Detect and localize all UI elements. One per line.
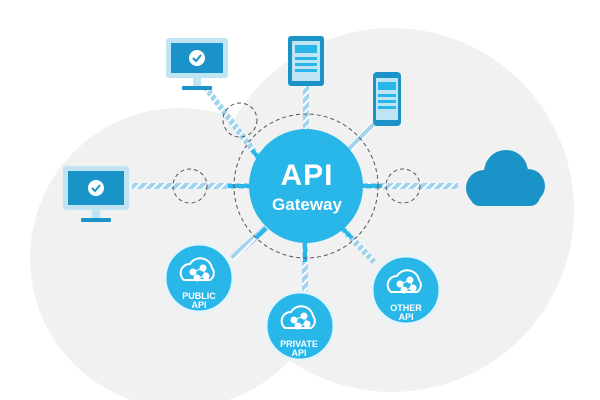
monitor-check-icon — [63, 166, 129, 222]
gateway-hub — [249, 129, 363, 243]
private-api-node — [264, 290, 336, 362]
other-api-label: OTHER API — [376, 303, 436, 323]
public-api-label-line1: PUBLIC — [182, 291, 216, 301]
public-api-label: PUBLIC API — [169, 291, 229, 311]
tablet-icon — [288, 36, 324, 86]
private-api-label-line1: PRIVATE — [280, 339, 318, 349]
network-cloud-icon — [179, 257, 215, 282]
public-api-node — [163, 242, 235, 314]
network-cloud-icon — [386, 269, 422, 294]
other-api-label-line2: API — [398, 312, 414, 323]
other-api-node — [370, 254, 442, 326]
dashed-ring-right — [385, 168, 421, 204]
dashed-ring-left — [172, 168, 208, 204]
public-api-label-line2: API — [191, 300, 207, 311]
cloud-icon — [466, 150, 545, 206]
dashed-rings — [172, 102, 421, 259]
monitor-check-icon — [166, 38, 228, 90]
other-api-label-line1: OTHER — [390, 303, 422, 313]
dashed-ring-hub — [233, 113, 379, 259]
private-api-label-line2: API — [291, 348, 307, 359]
gateway-title: API — [280, 159, 334, 192]
smartphone-icon — [373, 72, 401, 126]
private-api-label: PRIVATE API — [269, 339, 329, 359]
gateway-subtitle: Gateway — [272, 195, 342, 214]
dashed-ring-top-left — [222, 102, 258, 138]
network-cloud-icon — [280, 305, 316, 330]
